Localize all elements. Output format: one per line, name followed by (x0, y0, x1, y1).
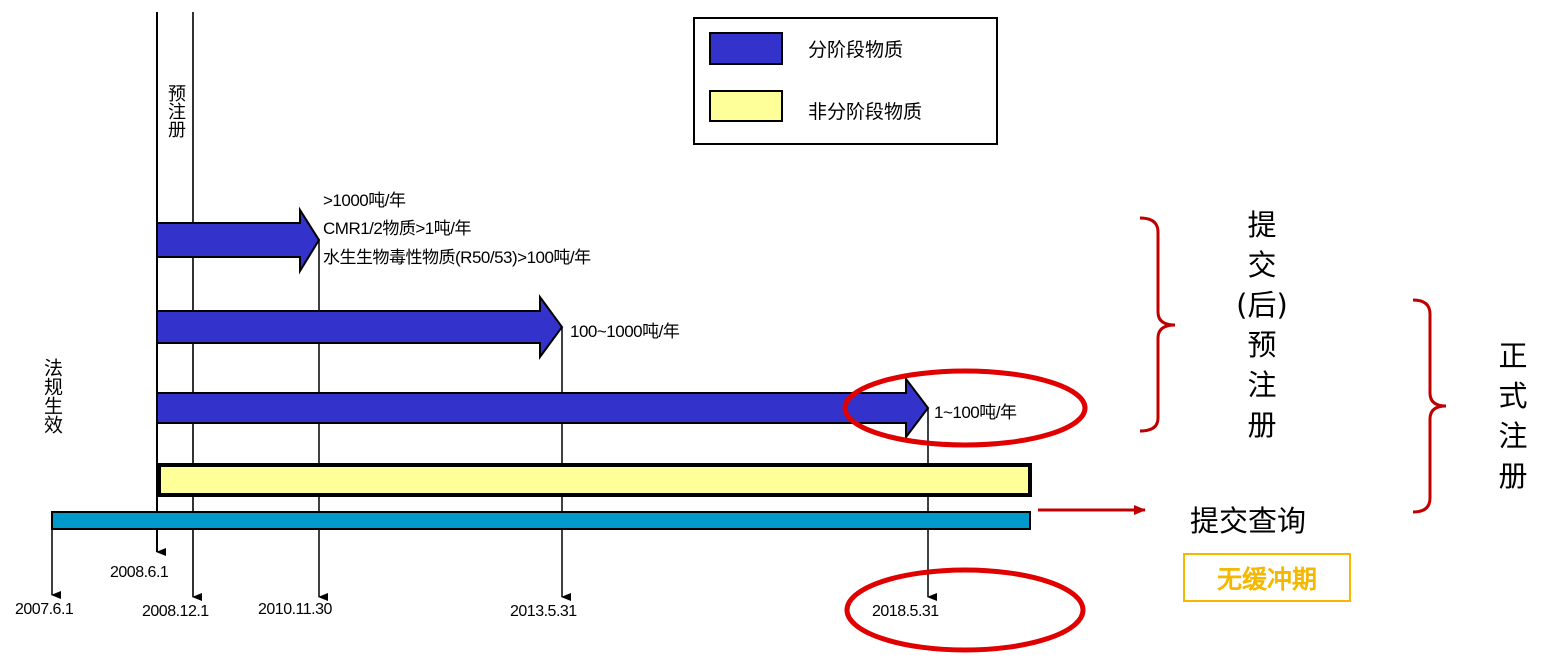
date-2007-6-1: 2007.6.1 (15, 601, 74, 618)
late-prereg-char: 交 (1247, 248, 1277, 282)
late-prereg-char: 预 (1247, 328, 1277, 362)
tier2-label: 100~1000吨/年 (570, 322, 680, 341)
inquiry-label: 提交查询 (1190, 504, 1307, 538)
phase-arrow-3 (156, 376, 930, 440)
legend-swatch-non-phased (709, 90, 783, 122)
phase-arrow-1 (156, 206, 321, 275)
inquiry-bar (51, 511, 1031, 530)
date-2013-5-31: 2013.5.31 (510, 603, 577, 620)
formal-reg-char: 式 (1498, 379, 1528, 413)
bracket-late-prereg (1139, 216, 1176, 433)
tier1-line1: >1000吨/年 (323, 191, 406, 210)
tier3-label: 1~100吨/年 (934, 403, 1017, 422)
formal-reg-label: 正 式 注 册 (1495, 336, 1531, 496)
late-prereg-char: 提 (1247, 208, 1277, 242)
highlight-ellipse-tier3 (842, 368, 1088, 448)
late-prereg-char: (后) (1236, 288, 1288, 322)
date-2018-5-31: 2018.5.31 (872, 603, 939, 620)
tier1-line3: 水生生物毒性物质(R50/53)>100吨/年 (323, 248, 591, 267)
bracket-formal-reg (1412, 298, 1447, 514)
formal-reg-char: 册 (1498, 459, 1528, 493)
tier1-line2: CMR1/2物质>1吨/年 (323, 219, 471, 238)
formal-reg-char: 正 (1498, 339, 1528, 373)
legend-label-phased: 分阶段物质 (808, 39, 904, 61)
highlight-ellipse-2018 (844, 567, 1086, 653)
formal-reg-char: 注 (1498, 419, 1528, 453)
phase-arrow-2 (156, 293, 564, 361)
late-prereg-char: 册 (1247, 408, 1277, 442)
late-prereg-label: 提 交 (后) 预 注 册 (1232, 205, 1292, 445)
late-prereg-char: 注 (1247, 368, 1277, 402)
date-2008-6-1: 2008.6.1 (110, 564, 169, 581)
legend-swatch-phased (709, 32, 783, 65)
law-effective-label: 法规生效 (41, 358, 63, 434)
no-buffer-badge: 无缓冲期 (1183, 553, 1351, 602)
legend-label-non-phased: 非分阶段物质 (808, 101, 923, 123)
date-2008-12-1: 2008.12.1 (142, 603, 209, 620)
pre-registration-label: 预注册 (165, 84, 186, 138)
date-2010-11-30: 2010.11.30 (258, 601, 332, 618)
non-phased-bar (157, 463, 1032, 497)
